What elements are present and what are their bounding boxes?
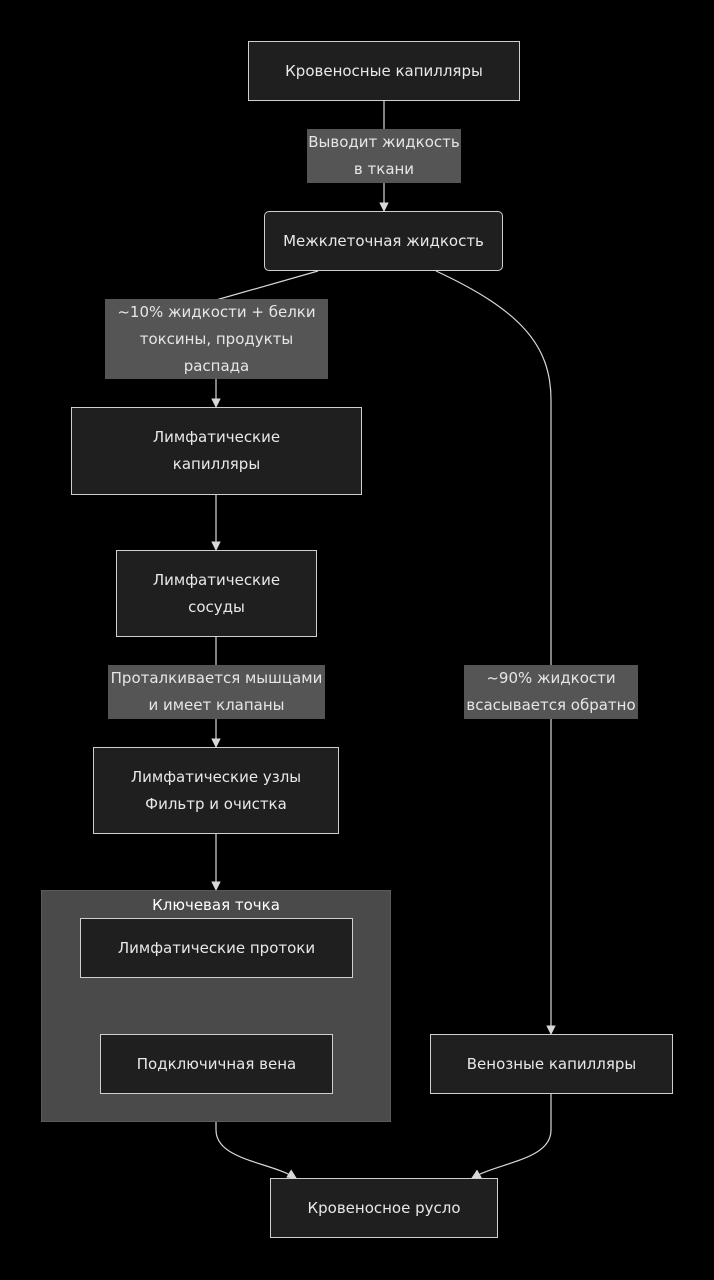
node-label: Лимфатические протоки	[117, 938, 316, 957]
edge-venous-to-bloodstream	[471, 1094, 552, 1179]
edge-label-text: Проталкивается мышцами и имеет клапаны	[110, 669, 323, 714]
node-label: Межклеточная жидкость	[283, 231, 484, 250]
node-lymph-capillaries: Лимфатические капилляры	[71, 407, 362, 495]
edge-label-muscles: Проталкивается мышцами и имеет клапаны	[108, 665, 325, 719]
node-interstitial-fluid: Межклеточная жидкость	[264, 211, 503, 271]
node-venous-capillaries: Венозные капилляры	[430, 1034, 673, 1094]
edge-label-ninety-percent: ~90% жидкости всасывается обратно	[464, 665, 638, 719]
node-label: Лимфатические сосуды	[152, 570, 281, 616]
edge-label-text: Выводит жидкость в ткани	[308, 133, 460, 178]
node-label: Кровеносное русло	[307, 1198, 461, 1217]
node-label: Лимфатические капилляры	[152, 428, 281, 473]
node-bloodstream: Кровеносное русло	[270, 1178, 498, 1238]
edge-label-text: ~10% жидкости + белки токсины, продукты …	[117, 302, 316, 375]
node-lymph-vessels: Лимфатические сосуды	[116, 550, 317, 637]
edge-label-ten-percent: ~10% жидкости + белки токсины, продукты …	[105, 299, 328, 379]
edge-label-text: ~90% жидкости всасывается обратно	[466, 669, 636, 714]
node-blood-capillaries: Кровеносные капилляры	[248, 41, 520, 101]
node-lymph-ducts: Лимфатические протоки	[80, 918, 353, 978]
node-label: Лимфатические узлы Фильтр и очистка	[130, 767, 302, 813]
node-label: Венозные капилляры	[466, 1054, 637, 1073]
edge-subclavian-to-bloodstream	[215, 1094, 297, 1179]
edge-interstitial-to-venous-capillaries	[435, 270, 556, 1035]
cluster-title: Ключевая точка	[152, 896, 280, 914]
node-lymph-nodes: Лимфатические узлы Фильтр и очистка	[93, 747, 339, 834]
node-label: Кровеносные капилляры	[285, 61, 483, 80]
node-subclavian-vein: Подключичная вена	[100, 1034, 333, 1094]
edge-label-outflow: Выводит жидкость в ткани	[307, 129, 461, 183]
node-label: Подключичная вена	[136, 1054, 297, 1073]
